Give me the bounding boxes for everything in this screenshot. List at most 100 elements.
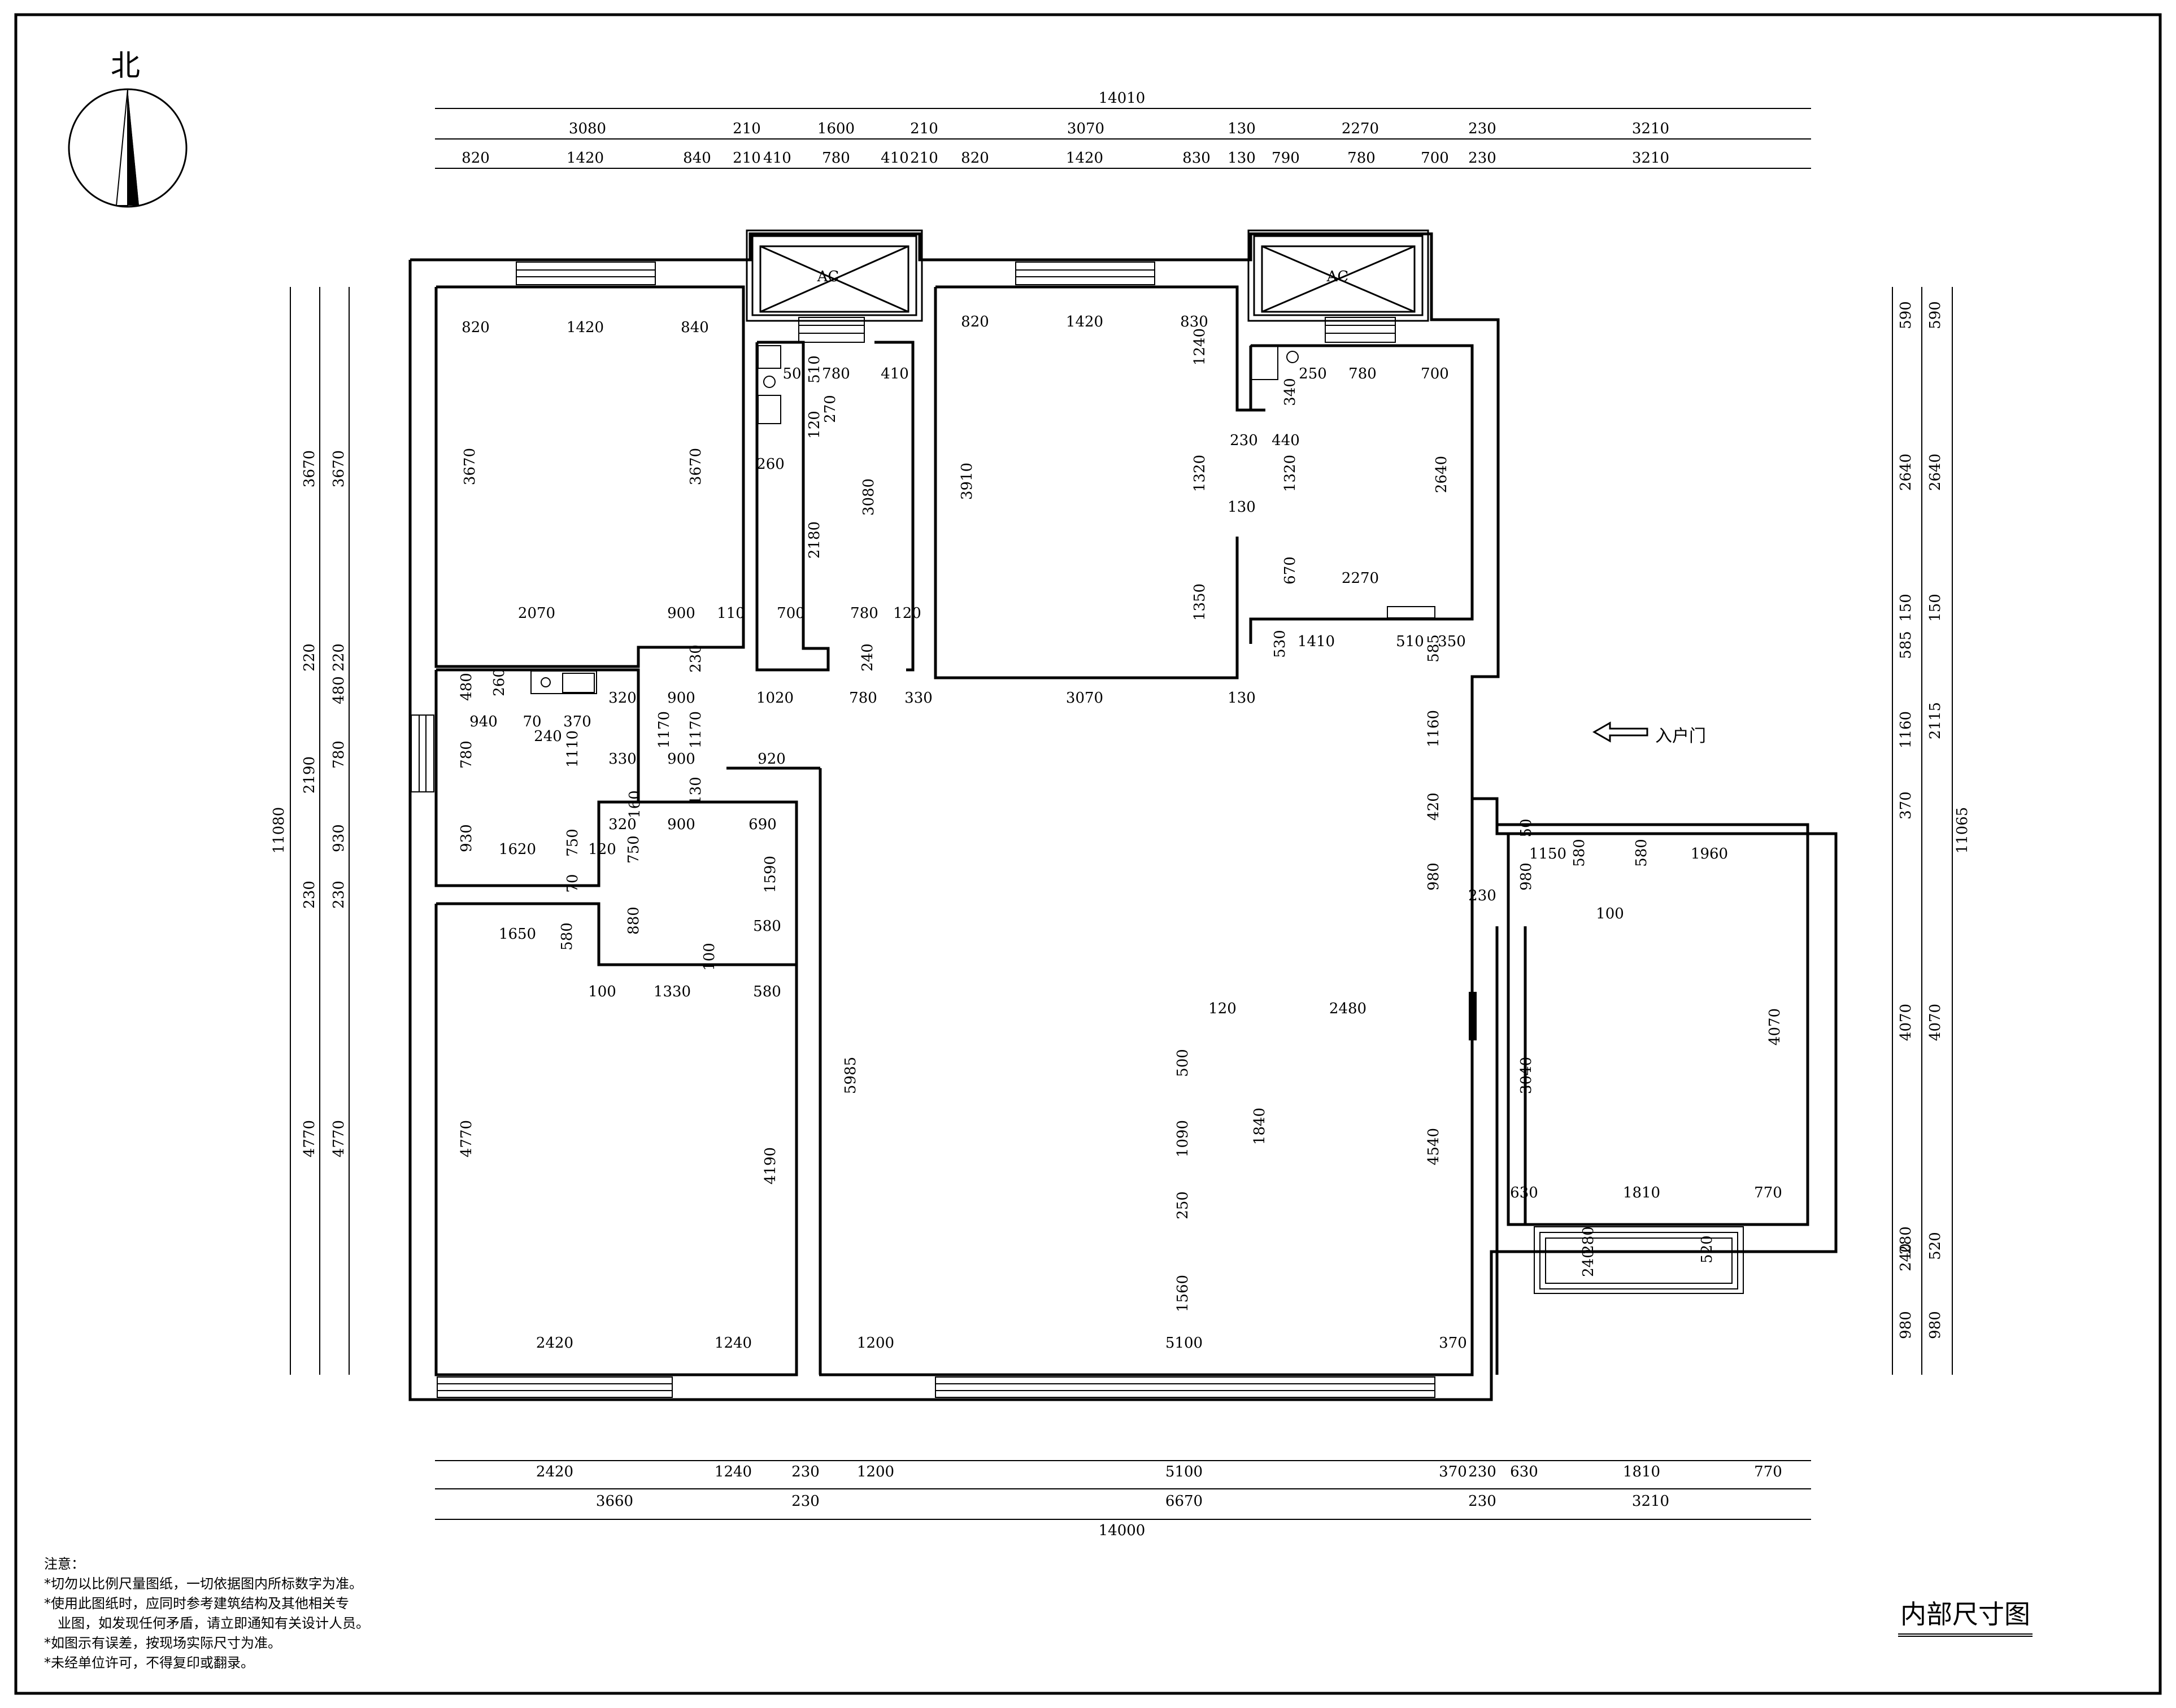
dim-bottom-r2: 230 [1468, 1493, 1496, 1510]
dim-interior: 1410 [1298, 633, 1335, 650]
dim-interior: 1590 [762, 856, 779, 893]
dim-interior: 320 [608, 816, 637, 833]
dim-top-r3: 3210 [1632, 150, 1669, 167]
dim-interior: 1350 [1191, 583, 1208, 621]
dim-interior: 1650 [499, 926, 536, 943]
dim-interior: 780 [458, 740, 475, 769]
dim-interior: 830 [1180, 313, 1208, 330]
dim-interior: 3080 [860, 478, 877, 516]
dim-top-r3: 700 [1421, 150, 1449, 167]
dim-interior: 1110 [564, 730, 581, 768]
dim-right-r2: 2640 [1927, 454, 1944, 491]
dim-left-r2: 4770 [301, 1120, 318, 1157]
dim-left-r2: 220 [301, 643, 318, 672]
entry-door-label: 入户门 [1655, 726, 1706, 746]
dim-left-r2: 3670 [301, 450, 318, 487]
dim-interior: 1160 [1425, 710, 1442, 747]
note-line: *未经单位许可，不得复印或翻录。 [44, 1655, 254, 1671]
dim-interior: 250 [1174, 1191, 1191, 1219]
dim-interior: 70 [564, 874, 581, 892]
dim-right-r2: 980 [1927, 1311, 1944, 1339]
dim-interior: 900 [667, 751, 695, 768]
dim-interior: 110 [717, 605, 745, 622]
dim-interior: 2270 [1342, 570, 1379, 587]
dim-top-r2: 130 [1228, 120, 1256, 137]
windows [411, 262, 1744, 1398]
dim-left-r3: 480 [330, 676, 347, 704]
dim-interior: 4190 [762, 1147, 779, 1184]
dim-interior: 1420 [567, 319, 604, 336]
dim-top-r3: 210 [733, 150, 761, 167]
dim-interior: 930 [458, 824, 475, 852]
dim-top-r3: 1420 [567, 150, 604, 167]
dim-left-r3: 230 [330, 881, 347, 909]
dim-interior: 270 [822, 395, 839, 423]
dim-interior: 4070 [1766, 1008, 1783, 1045]
dim-interior: 880 [625, 907, 642, 935]
note-line: *切勿以比例尺量图纸，一切依据图内所标数字为准。 [44, 1576, 363, 1592]
dim-interior: 770 [1754, 1184, 1782, 1201]
dim-left-r2: 230 [301, 881, 318, 909]
dim-top-r3: 790 [1272, 150, 1300, 167]
dim-interior: 5100 [1165, 1335, 1203, 1352]
dim-interior: 1420 [1066, 313, 1103, 330]
dim-interior: 3670 [462, 448, 478, 485]
dim-interior: 350 [1438, 633, 1466, 650]
dim-interior: 50 [1518, 818, 1535, 837]
dim-interior: 480 [458, 673, 475, 701]
dim-top-r2: 230 [1468, 120, 1496, 137]
dim-interior: 410 [881, 365, 909, 382]
dim-interior: 2070 [518, 605, 555, 622]
dim-bottom-r1: 630 [1510, 1463, 1538, 1480]
dim-interior: 100 [588, 983, 616, 1000]
dim-top-r3: 410 [763, 150, 791, 167]
dimension-lines [290, 108, 1953, 1520]
dim-left-r3: 4770 [330, 1120, 347, 1157]
dim-bottom-r1: 770 [1754, 1463, 1782, 1480]
drawing-frame [14, 13, 2162, 1695]
dim-interior: 1560 [1174, 1275, 1191, 1312]
dim-interior: 1170 [687, 711, 704, 748]
dim-interior: 750 [625, 835, 642, 864]
dim-right-r3: 370 [1898, 791, 1914, 820]
dim-top-overall: 14010 [1099, 90, 1146, 107]
dim-interior: 1170 [656, 711, 673, 748]
dim-interior: 780 [849, 690, 877, 707]
dim-bottom-r1: 5100 [1165, 1463, 1203, 1480]
dim-left-r2: 2190 [301, 756, 318, 794]
dim-interior: 120 [1208, 1000, 1237, 1017]
dim-interior: 580 [753, 983, 781, 1000]
dim-interior: 230 [1468, 887, 1496, 904]
dim-interior: 780 [822, 365, 850, 382]
ac-unit-icon [746, 229, 1429, 322]
dim-interior: 510 [806, 355, 823, 384]
dim-top-r3: 230 [1468, 150, 1496, 167]
north-label: 北 [111, 49, 141, 83]
dim-top-r3: 820 [961, 150, 989, 167]
dim-interior: 250 [1299, 365, 1327, 382]
dim-right-r2: 520 [1927, 1232, 1944, 1260]
dim-interior: 980 [1518, 862, 1535, 891]
dim-interior: 585 [1425, 634, 1442, 663]
right-dimensions: 11065 590 2640 150 2115 4070 520 980 590… [1898, 301, 1971, 1339]
dim-right-r2: 150 [1927, 594, 1944, 622]
dim-bottom-r2: 6670 [1165, 1493, 1203, 1510]
left-dimensions: 11080 3670 220 2190 230 4770 3670 220 48… [271, 450, 347, 1157]
dim-top-r2: 210 [733, 120, 761, 137]
dim-left-r3: 780 [330, 740, 347, 769]
dim-interior: 510 [1396, 633, 1424, 650]
dim-interior: 420 [1425, 792, 1442, 821]
dim-interior: 240 [534, 728, 562, 745]
dim-interior: 70 [523, 713, 541, 730]
top-dimensions: 14010 3080 210 1600 210 3070 130 2270 23… [462, 90, 1669, 167]
dim-right-overall: 11065 [1954, 807, 1971, 854]
dim-right-r2: 4070 [1927, 1004, 1944, 1041]
dim-bottom-r1: 230 [791, 1463, 820, 1480]
dim-interior: 1150 [1529, 846, 1566, 862]
dim-interior: 920 [758, 751, 786, 768]
entry-arrow-icon [1592, 721, 1648, 743]
dim-interior: 130 [1228, 690, 1256, 707]
note-line: 业图，如发现任何矛盾，请立即通知有关设计人员。 [58, 1615, 369, 1631]
dim-bottom-r1: 1810 [1623, 1463, 1660, 1480]
